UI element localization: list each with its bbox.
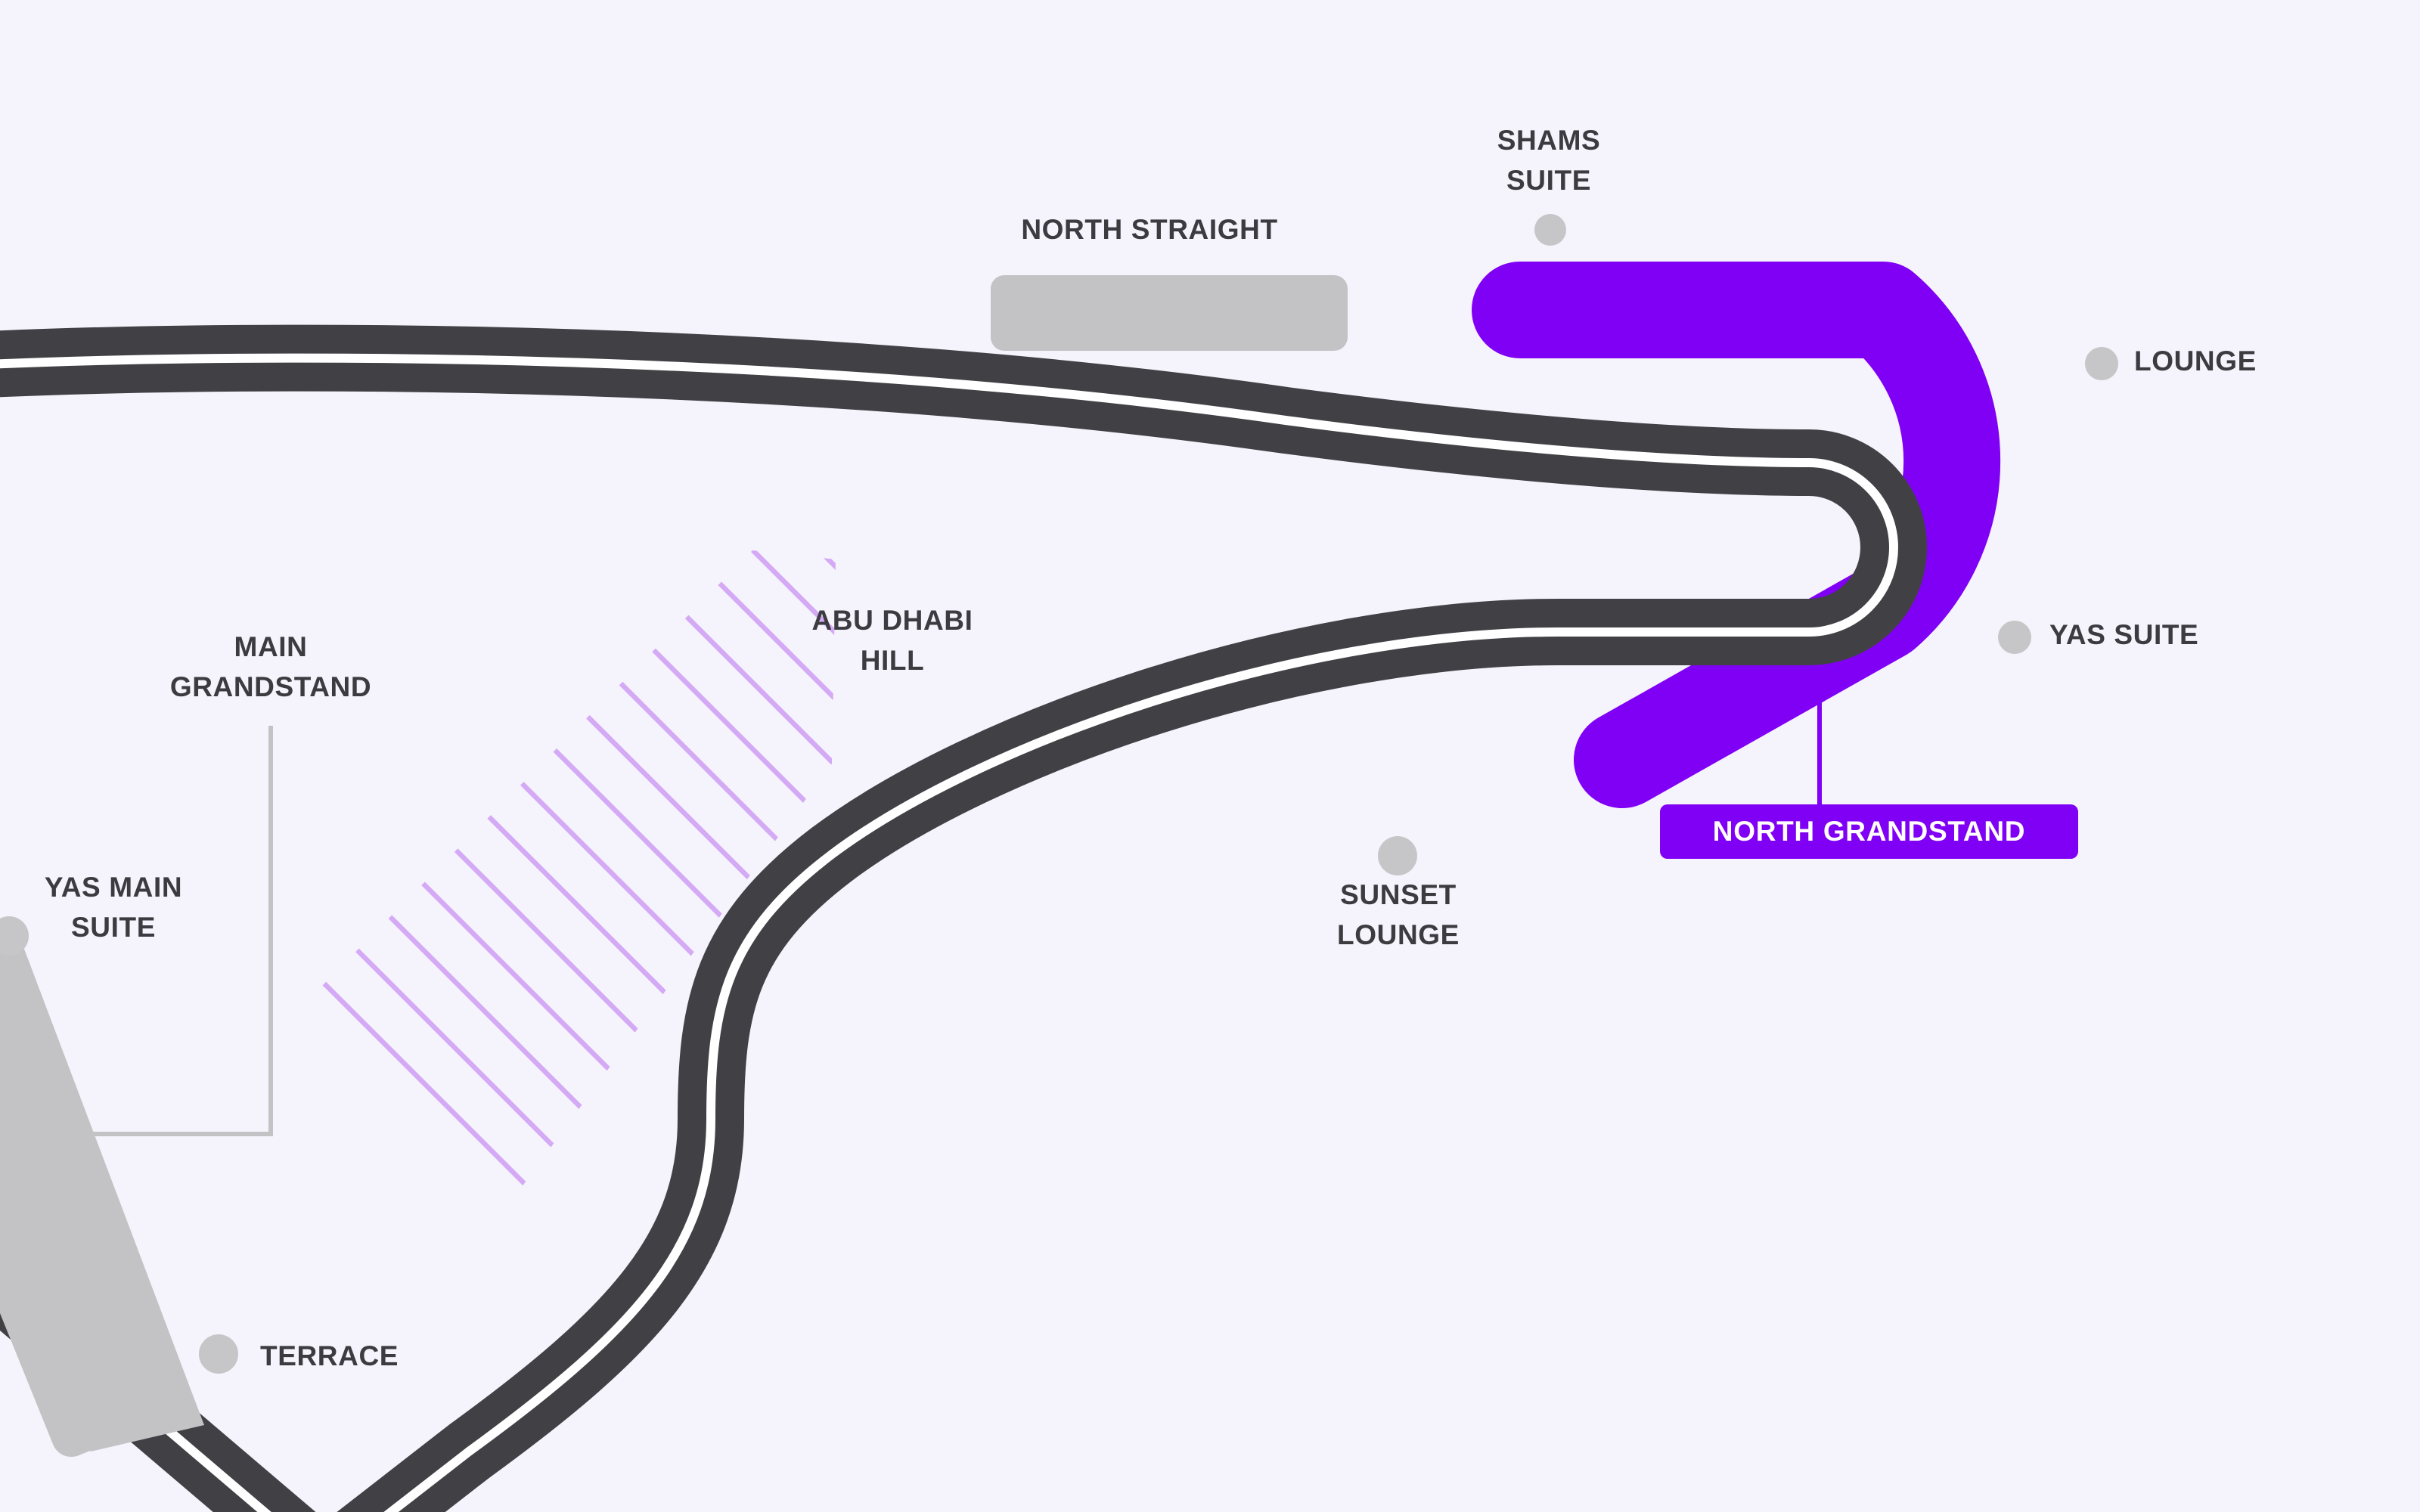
main-grandstand-bar [0,945,204,1458]
label-sunset-lounge[interactable]: SUNSET LOUNGE [1337,879,1460,950]
north-grandstand-chip[interactable]: NORTH GRANDSTAND [1660,804,2078,859]
yas-suite-marker[interactable] [1998,621,2031,654]
label-yas-main-suite[interactable]: YAS MAIN SUITE [44,872,183,943]
main-grandstand-connector-line [0,726,273,1136]
sunset-lounge-marker[interactable] [1378,836,1417,875]
shams-suite-marker[interactable] [1534,214,1566,246]
label-yas-suite[interactable]: YAS SUITE [2049,619,2199,650]
lounge-marker[interactable] [2085,347,2118,380]
label-north-straight[interactable]: NORTH STRAIGHT [1021,214,1278,245]
label-lounge[interactable]: LOUNGE [2134,345,2257,376]
label-terrace[interactable]: TERRACE [260,1340,399,1371]
north-straight-grandstand-bar [991,275,1348,351]
seating-markers [0,214,2118,1374]
label-main-grandstand[interactable]: MAIN GRANDSTAND [169,631,372,702]
abu-dhabi-hill-hatch [318,550,836,1187]
terrace-marker[interactable] [199,1334,238,1374]
label-shams-suite[interactable]: SHAMS SUITE [1497,125,1601,196]
yas-main-suite-marker[interactable] [0,916,29,956]
label-abu-dhabi-hill[interactable]: ABU DHABI HILL [811,605,973,676]
